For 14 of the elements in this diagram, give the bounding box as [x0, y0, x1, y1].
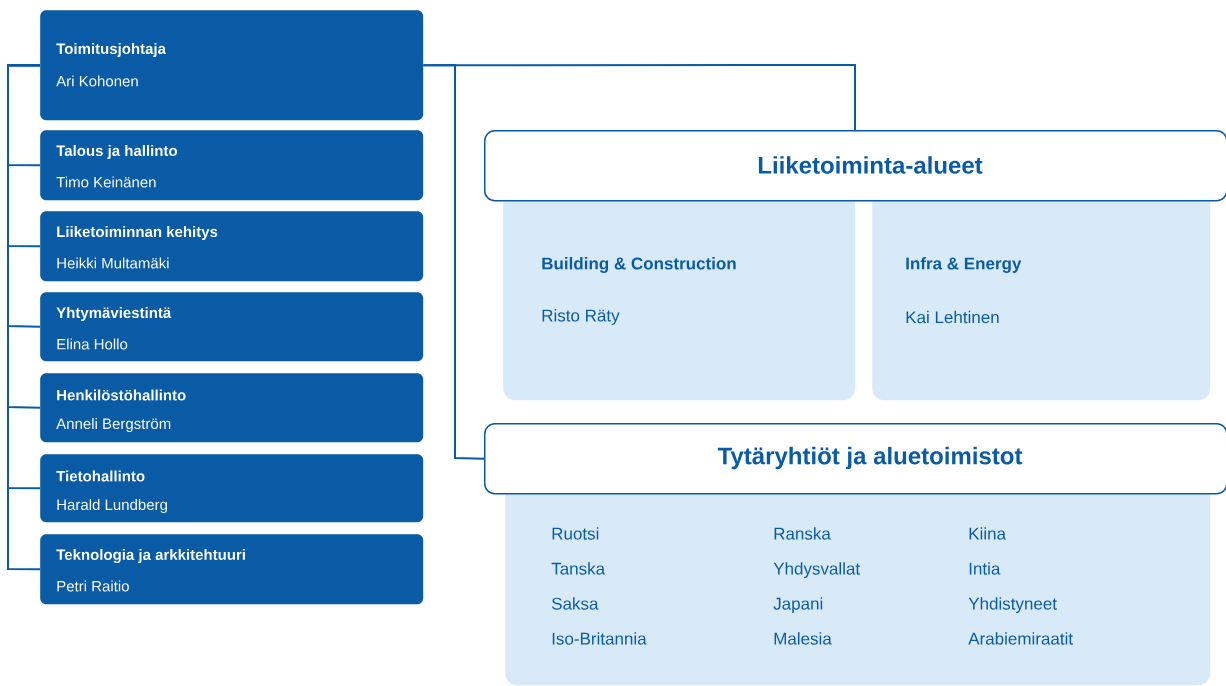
- org-box: Yhtymäviestintä Elina Hollo: [40, 292, 424, 362]
- org-box: Talous ja hallinto Timo Keinänen: [40, 130, 424, 201]
- section-header: Tytäryhtiöt ja aluetoimistot: [484, 423, 1226, 495]
- section-header: Liiketoiminta-alueet: [484, 130, 1226, 202]
- connector-line: [7, 64, 41, 571]
- business-area-panel: Infra & Energy Kai Lehtinen: [872, 182, 1211, 401]
- business-area-panel: Building & Construction Risto Räty: [503, 182, 856, 401]
- org-box: Henkilöstöhallinto Anneli Bergström: [40, 373, 424, 443]
- org-box: Tietohallinto Harald Lundberg: [40, 454, 424, 523]
- connector-line: [422, 64, 485, 460]
- org-box: Teknologia ja arkkitehtuuri Petri Raitio: [40, 534, 424, 605]
- org-box: Toimitusjohtaja Ari Kohonen: [40, 10, 424, 121]
- org-box: Liiketoiminnan kehitys Heikki Multamäki: [40, 211, 424, 282]
- country-panel: Ruotsi Tanska Saksa Iso-Britannia Ranska Yhdysvallat Japani Malesia Kiina Intia Yhdistyneet Arabiemiraatit: [505, 475, 1211, 686]
